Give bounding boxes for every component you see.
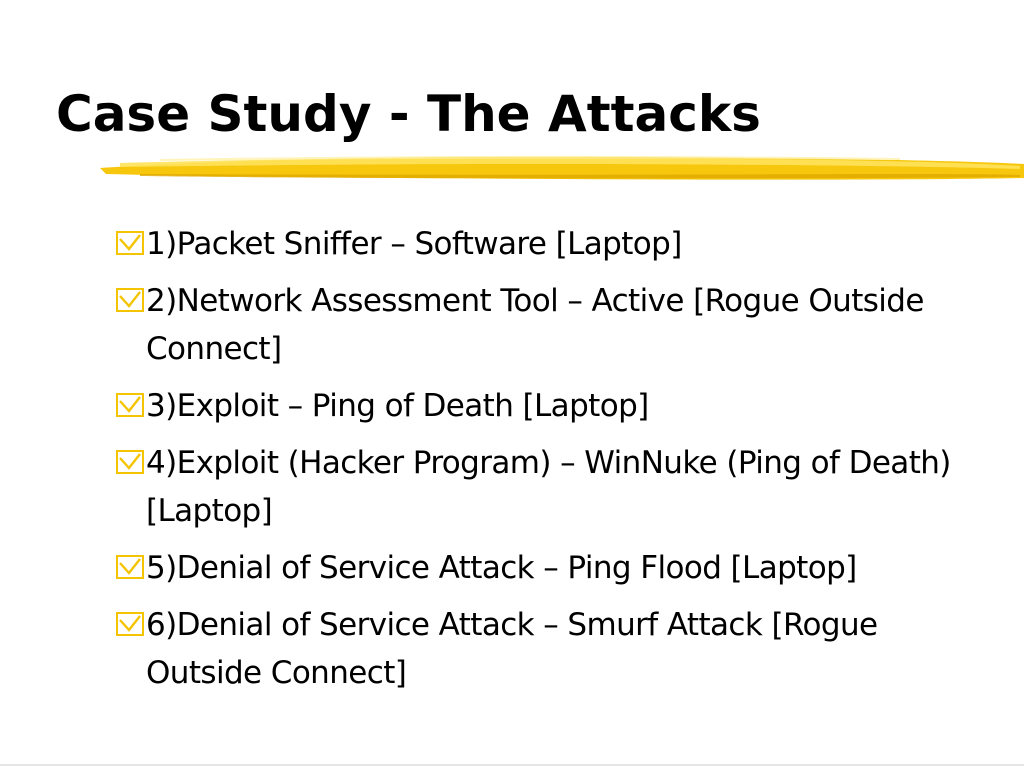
list-item: 5)Denial of Service Attack – Ping Flood … bbox=[116, 544, 956, 592]
checkbox-check-icon bbox=[116, 231, 144, 255]
list-item: 2)Network Assessment Tool – Active [Rogu… bbox=[116, 277, 956, 373]
list-item: 3)Exploit – Ping of Death [Laptop] bbox=[116, 382, 956, 430]
list-item: 6)Denial of Service Attack – Smurf Attac… bbox=[116, 601, 956, 697]
bullet-text: 3)Exploit – Ping of Death [Laptop] bbox=[146, 388, 649, 424]
checkbox-check-icon bbox=[116, 450, 144, 474]
bullet-text: 4)Exploit (Hacker Program) – WinNuke (Pi… bbox=[146, 445, 951, 529]
bullet-text: 2)Network Assessment Tool – Active [Rogu… bbox=[146, 283, 924, 367]
bullet-text: 1)Packet Sniffer – Software [Laptop] bbox=[146, 226, 682, 262]
checkbox-check-icon bbox=[116, 288, 144, 312]
checkbox-check-icon bbox=[116, 555, 144, 579]
bullet-text: 6)Denial of Service Attack – Smurf Attac… bbox=[146, 607, 878, 691]
list-item: 4)Exploit (Hacker Program) – WinNuke (Pi… bbox=[116, 439, 956, 535]
checkbox-check-icon bbox=[116, 612, 144, 636]
list-item: 1)Packet Sniffer – Software [Laptop] bbox=[116, 220, 956, 268]
checkbox-check-icon bbox=[116, 393, 144, 417]
bullet-text: 5)Denial of Service Attack – Ping Flood … bbox=[146, 550, 857, 586]
bullet-list: 1)Packet Sniffer – Software [Laptop] 2)N… bbox=[116, 220, 956, 706]
slide-title: Case Study - The Attacks bbox=[56, 85, 761, 143]
bottom-divider bbox=[0, 764, 1024, 766]
title-underline-brushstroke bbox=[100, 155, 1024, 180]
